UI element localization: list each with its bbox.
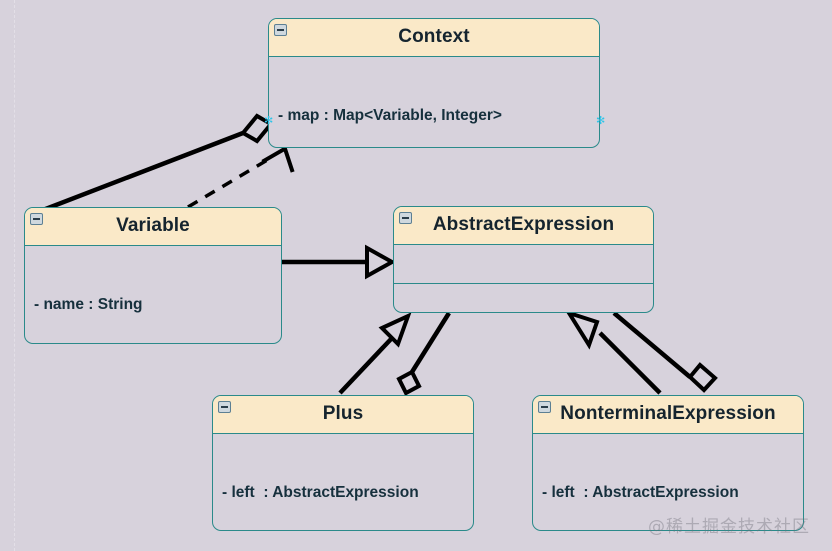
rel-plus-abstractexpression-aggregation (396, 311, 451, 396)
collapse-icon[interactable] (538, 401, 551, 413)
rel-plus-abstractexpression-generalization (338, 312, 412, 395)
rel-nonterminal-abstractexpression-aggregation (612, 311, 718, 393)
attribute-row: - left : AbstractExpression (222, 484, 419, 502)
attribute-row: - left : AbstractExpression (542, 484, 739, 502)
class-header-context: Context (269, 19, 599, 57)
class-box-variable[interactable]: Variable - name : String + Variable(Stri… (24, 207, 282, 344)
rel-variable-context-dependency (187, 145, 295, 209)
class-name-abstractexpression: AbstractExpression (432, 214, 615, 235)
class-name-nonterminalexpression: NonterminalExpression (560, 403, 776, 424)
page-margin-guide (14, 0, 15, 551)
class-header-variable: Variable (25, 208, 281, 246)
collapse-icon[interactable] (218, 401, 231, 413)
class-header-abstractexpression: AbstractExpression (394, 207, 653, 245)
class-attributes-context: - map : Map<Variable, Integer> (269, 57, 599, 147)
connection-anchor: ✻ (264, 115, 274, 127)
collapse-icon[interactable] (30, 213, 43, 225)
class-box-nonterminalexpression[interactable]: NonterminalExpression - left : AbstractE… (532, 395, 804, 531)
attribute-row: - name : String (34, 296, 143, 314)
class-name-context: Context (398, 26, 470, 47)
collapse-icon[interactable] (274, 24, 287, 36)
class-box-abstractexpression[interactable]: AbstractExpression + Interpret(Context c… (393, 206, 654, 313)
class-operations-abstractexpression: + Interpret(Context c) : void (394, 283, 653, 312)
class-header-plus: Plus (213, 396, 473, 434)
collapse-icon[interactable] (399, 212, 412, 224)
class-attributes-nonterminalexpression: - left : AbstractExpression - right : Ab… (533, 434, 803, 530)
class-box-plus[interactable]: Plus - left : AbstractExpression - right… (212, 395, 474, 531)
class-attributes-plus: - left : AbstractExpression - right : Ab… (213, 434, 473, 530)
connection-anchor: ✻ (596, 115, 606, 127)
class-attributes-abstractexpression (394, 245, 653, 283)
class-header-nonterminalexpression: NonterminalExpression (533, 396, 803, 434)
class-name-plus: Plus (322, 403, 364, 424)
class-box-context[interactable]: Context - map : Map<Variable, Integer> +… (268, 18, 600, 148)
rel-nonterminal-abstractexpression-generalization (564, 309, 662, 395)
attribute-row: - map : Map<Variable, Integer> (278, 107, 502, 125)
rel-variable-abstractexpression (282, 244, 397, 280)
class-attributes-variable: - name : String (25, 246, 281, 343)
rel-variable-context-aggregation (29, 113, 275, 218)
class-name-variable: Variable (116, 215, 190, 236)
